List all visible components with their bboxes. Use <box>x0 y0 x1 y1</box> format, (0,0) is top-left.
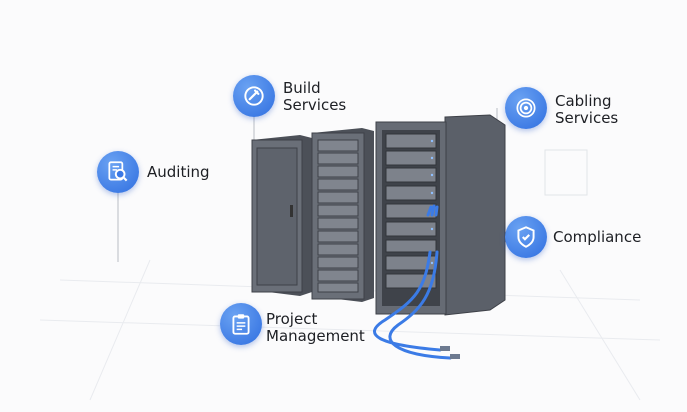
project-management-label: Project Management <box>266 311 365 345</box>
label-line: Project <box>266 310 318 328</box>
build-services-label: Build Services <box>283 80 346 114</box>
clipboard-icon <box>232 314 250 335</box>
hammer-wrench-icon <box>244 86 264 106</box>
label-line: Build <box>283 79 321 97</box>
rack-left <box>251 135 312 296</box>
rack-right <box>375 114 506 316</box>
cabling-services-badge[interactable] <box>505 87 547 129</box>
auditing-badge[interactable] <box>97 151 139 193</box>
label-line: Cabling <box>555 92 612 110</box>
network-cables <box>373 204 452 360</box>
rack-middle <box>311 128 374 302</box>
compliance-label: Compliance <box>553 228 642 246</box>
cable-coil-icon <box>516 98 536 118</box>
compliance-badge[interactable] <box>505 216 547 258</box>
document-search-icon <box>108 161 128 182</box>
build-services-badge[interactable] <box>233 75 275 117</box>
auditing-label: Auditing <box>147 163 210 181</box>
label-line: Services <box>283 96 347 114</box>
cable-connector <box>440 346 450 351</box>
shield-check-icon <box>517 226 535 248</box>
label-line: Management <box>266 327 365 345</box>
label-line: Services <box>555 109 619 127</box>
cable-connector <box>450 354 460 359</box>
project-management-badge[interactable] <box>220 303 262 345</box>
cabling-services-label: Cabling Services <box>555 93 618 127</box>
